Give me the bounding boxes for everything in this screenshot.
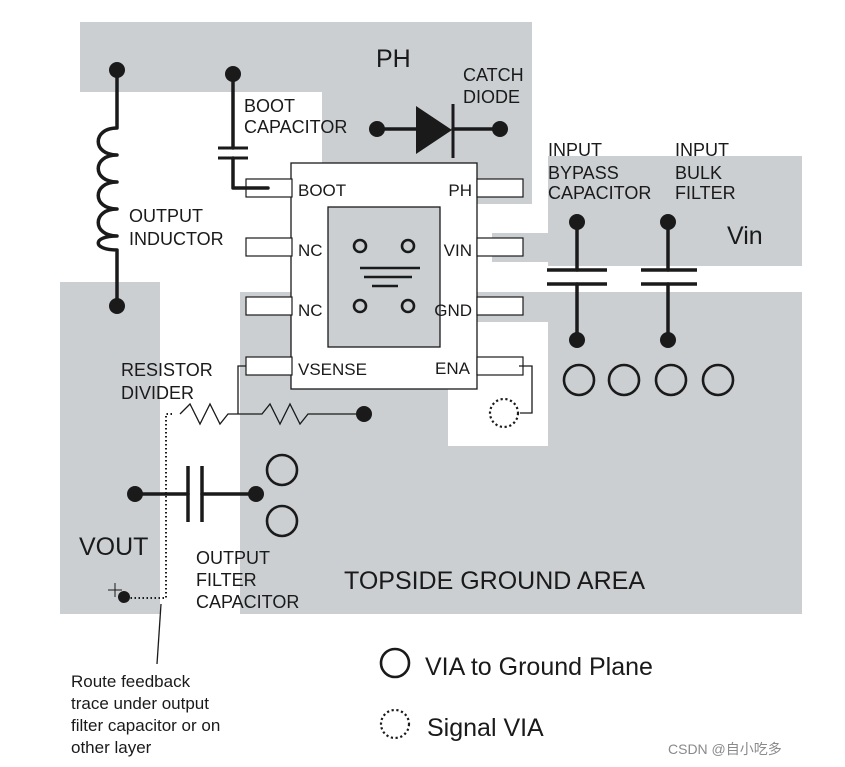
legend-ground-via-icon <box>379 647 411 679</box>
input-bulk-label-3: FILTER <box>675 183 736 203</box>
input-bypass-capacitor-icon <box>547 214 607 348</box>
ic-pin-pad-vin <box>476 237 524 257</box>
resistor-divider-label-1: RESISTOR <box>121 360 213 380</box>
catch-diode-label-1: CATCH <box>463 65 524 85</box>
vout-copper-area <box>60 282 160 614</box>
labels: PH Vin VOUT TOPSIDE GROUND AREA CATCH DI… <box>71 45 763 757</box>
ground-via-1 <box>265 453 299 487</box>
ena-trace <box>519 365 533 414</box>
routing-note-line-4: other layer <box>71 738 152 757</box>
ground-via-6 <box>701 363 735 397</box>
ph-copper-area <box>80 22 532 92</box>
input-bypass-label-2: BYPASS <box>548 163 619 183</box>
ground-via-4 <box>607 363 641 397</box>
input-bulk-label-2: BULK <box>675 163 722 183</box>
ic-pin-pad-nc2 <box>245 296 293 316</box>
pin-label-ena: ENA <box>435 359 471 378</box>
ph-net-label: PH <box>376 45 411 73</box>
output-filter-capacitor-label-1: OUTPUT <box>196 548 270 568</box>
copper-areas <box>60 22 802 614</box>
vout-net-label: VOUT <box>79 533 148 561</box>
thermal-via-3 <box>352 298 368 314</box>
ic-pin-pad-ena <box>476 356 524 376</box>
output-inductor-icon <box>96 62 125 314</box>
feedback-endpoint <box>118 591 130 603</box>
input-bypass-label-3: CAPACITOR <box>548 183 651 203</box>
ic-pin-pad-vsense <box>245 356 293 376</box>
output-inductor-label-2: INDUCTOR <box>129 229 224 249</box>
ground-via-2 <box>265 504 299 538</box>
thermal-via-4 <box>400 298 416 314</box>
pin-label-nc2: NC <box>298 301 323 320</box>
boot-capacitor-label-1: BOOT <box>244 96 295 116</box>
watermark: CSDN @自小吃多 <box>668 741 782 757</box>
ic-pin-pad-nc1 <box>245 237 293 257</box>
pin-label-gnd: GND <box>434 301 472 320</box>
output-filter-capacitor-label-3: CAPACITOR <box>196 592 299 612</box>
boot-capacitor-label-2: CAPACITOR <box>244 117 347 137</box>
thermal-via-2 <box>400 238 416 254</box>
routing-note-line-1: Route feedback <box>71 672 191 691</box>
input-bypass-label-1: INPUT <box>548 140 602 160</box>
ena-signal-via <box>488 397 520 429</box>
resistor-divider-label-2: DIVIDER <box>121 383 194 403</box>
crosshair-icon <box>108 583 122 597</box>
ground-symbol-icon <box>360 266 420 288</box>
legend-signal-via-label: Signal VIA <box>427 714 544 742</box>
legend: VIA to Ground Plane Signal VIA <box>379 647 653 742</box>
topside-ground-area-label: TOPSIDE GROUND AREA <box>344 567 645 595</box>
boot-capacitor-icon <box>218 66 270 190</box>
pin-label-boot: BOOT <box>298 181 346 200</box>
routing-note-line-2: trace under output <box>71 694 209 713</box>
ground-via-3 <box>562 363 596 397</box>
thermal-via-1 <box>352 238 368 254</box>
output-filter-capacitor-icon <box>127 466 264 522</box>
pin-label-ph: PH <box>448 181 472 200</box>
output-inductor-label-1: OUTPUT <box>129 206 203 226</box>
legend-ground-via-label: VIA to Ground Plane <box>425 653 653 681</box>
pin-label-vsense: VSENSE <box>298 360 367 379</box>
routing-note-line-3: filter capacitor or on <box>71 716 220 735</box>
traces <box>96 62 735 665</box>
input-bulk-filter-capacitor-icon <box>641 214 697 348</box>
catch-diode-label-2: DIODE <box>463 87 520 107</box>
note-leader-line <box>156 603 162 665</box>
pin-label-vin: VIN <box>444 241 472 260</box>
vin-copper-area <box>548 156 802 266</box>
legend-signal-via-icon <box>379 708 411 740</box>
resistor-divider-icon <box>179 365 372 426</box>
ground-via-5 <box>654 363 688 397</box>
catch-diode-icon <box>369 104 508 158</box>
ic-pin-pad-gnd <box>476 296 524 316</box>
pin-label-nc1: NC <box>298 241 323 260</box>
output-filter-capacitor-label-2: FILTER <box>196 570 257 590</box>
input-bulk-label-1: INPUT <box>675 140 729 160</box>
ic-pin-pad-ph <box>476 178 524 198</box>
vin-net-label: Vin <box>727 222 763 250</box>
ic-package <box>245 162 524 390</box>
